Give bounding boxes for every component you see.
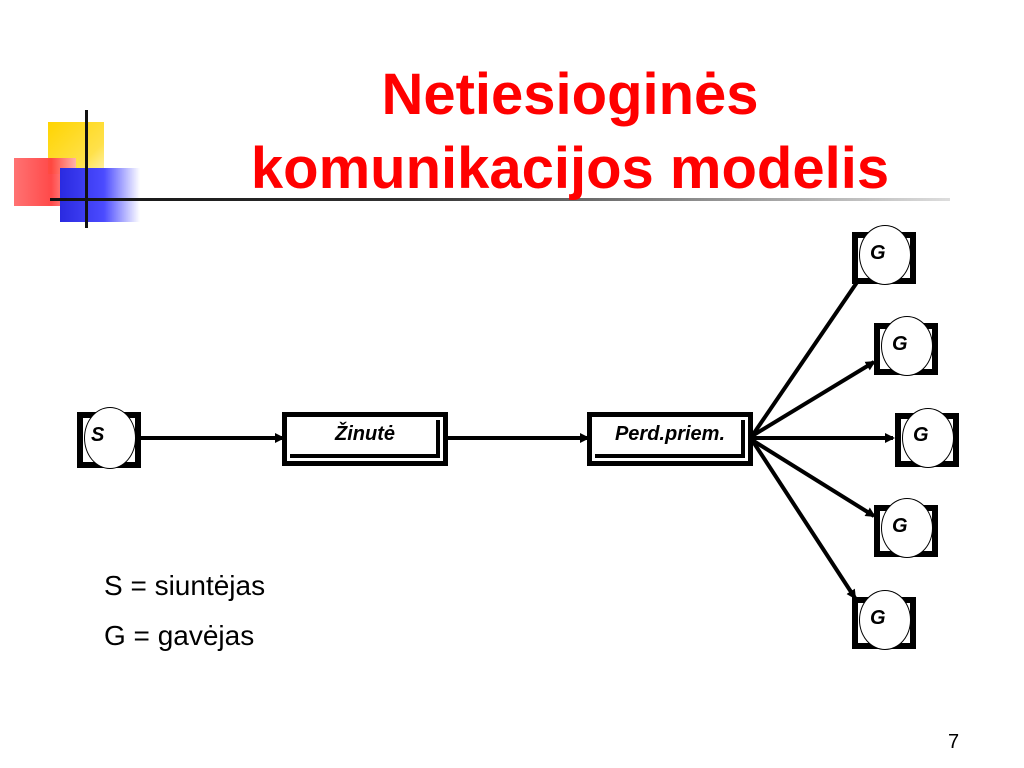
receiver-label: G bbox=[913, 424, 929, 446]
receiver-label: G bbox=[892, 515, 908, 537]
arrow-to-receiver-2 bbox=[750, 360, 876, 438]
receiver-label: G bbox=[870, 607, 886, 629]
receiver-node-5: G bbox=[852, 591, 916, 649]
slide-title: Netiesioginės komunikacijos modelis bbox=[130, 58, 1010, 206]
receiver-circle bbox=[860, 226, 910, 284]
page-number: 7 bbox=[948, 731, 960, 753]
receiver-circle bbox=[882, 499, 932, 557]
message-box-inner-frame bbox=[290, 420, 440, 458]
receiver-label: G bbox=[892, 333, 908, 355]
title-line-2: komunikacijos modelis bbox=[250, 136, 890, 201]
receiver-node-1: G bbox=[852, 226, 916, 284]
channel-box: Perd.priem. bbox=[587, 412, 753, 466]
decor-blue-square bbox=[60, 168, 140, 222]
title-underline bbox=[50, 198, 950, 201]
channel-label: Perd.priem. bbox=[614, 423, 726, 445]
receiver-circle bbox=[903, 409, 953, 467]
receiver-node-4: G bbox=[874, 499, 938, 557]
legend-sender: S = siuntėjas bbox=[104, 570, 266, 601]
channel-box-inner-frame bbox=[595, 420, 745, 458]
receiver-node-2: G bbox=[874, 317, 938, 375]
legend-receiver: G = gavėjas bbox=[104, 620, 255, 651]
message-label: Žinutė bbox=[335, 423, 395, 445]
receiver-label: G bbox=[870, 242, 886, 264]
receiver-circle bbox=[860, 591, 910, 649]
arrow-to-receiver-5 bbox=[750, 438, 857, 600]
receiver-circle bbox=[882, 317, 932, 375]
decor-vertical-line bbox=[85, 110, 88, 228]
sender-node: S bbox=[77, 408, 141, 468]
message-box: Žinutė bbox=[282, 412, 448, 466]
arrow-to-receiver-4 bbox=[750, 438, 876, 518]
receiver-node-3: G bbox=[895, 409, 959, 467]
sender-label: S bbox=[91, 424, 105, 446]
sender-circle bbox=[85, 408, 135, 468]
title-line-1: Netiesioginės bbox=[381, 62, 759, 127]
arrow-to-receiver-1 bbox=[750, 273, 864, 438]
